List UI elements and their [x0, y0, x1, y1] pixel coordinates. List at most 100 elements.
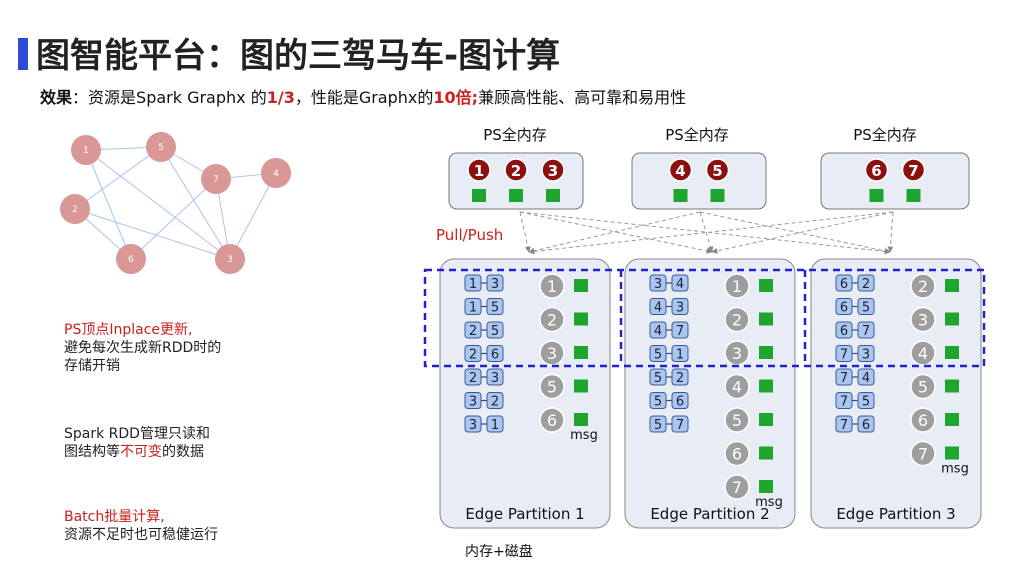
edge-src — [835, 298, 853, 315]
edge-src-label: 4 — [654, 301, 662, 316]
edge-dst — [486, 298, 504, 315]
partition-vertex — [724, 373, 750, 400]
partition-value-square — [759, 413, 773, 426]
partition-value-square — [759, 480, 773, 493]
partition-vertex — [724, 306, 750, 333]
ps-value-square — [509, 189, 523, 202]
edge-dst — [486, 392, 504, 409]
edge-dst — [857, 392, 875, 409]
note-batch-line1: 资源不足时也可稳健运行 — [64, 527, 218, 543]
graph-edge — [130, 178, 217, 260]
graph-node-label: 4 — [273, 169, 279, 179]
partition-vertex — [539, 273, 565, 299]
edge-src-label: 6 — [840, 301, 848, 316]
ps-value-square — [906, 189, 921, 202]
graph-node — [60, 194, 90, 224]
edge-dst-label: 4 — [676, 277, 684, 292]
partition-vertex-label: 1 — [732, 277, 742, 296]
partition-value-square — [945, 379, 959, 393]
graph-node — [116, 244, 146, 274]
partition-vertex — [724, 273, 750, 299]
edge-dst-label: 5 — [491, 324, 499, 339]
edge-src — [649, 274, 667, 292]
edge-dst-label: 1 — [676, 348, 684, 363]
edge-dst-label: 4 — [862, 371, 870, 386]
partition-value-square — [945, 413, 959, 426]
effect-text1: 资源是Spark Graphx 的 — [88, 88, 267, 107]
edge-src-label: 3 — [469, 395, 477, 410]
partition-value-square — [574, 279, 588, 292]
edge-dst-label: 6 — [862, 418, 870, 433]
edge-src — [464, 345, 482, 362]
partition-value-square — [574, 413, 588, 426]
edge-dst-label: 3 — [862, 348, 870, 363]
partition-value-square — [759, 346, 773, 359]
graph-node — [146, 132, 176, 162]
ps-value-square — [710, 189, 725, 202]
edge-dst — [486, 321, 504, 339]
graph-edge — [229, 172, 277, 260]
ps-vertex-label: 1 — [474, 162, 484, 180]
graph-edge — [160, 146, 231, 260]
pull-push-arrow — [699, 211, 891, 254]
partition-vertex — [910, 440, 936, 467]
ps-label: PS全内存 — [483, 126, 547, 144]
graph-node-label: 5 — [158, 143, 164, 153]
edge-src-label: 5 — [654, 395, 662, 410]
edge-dst — [486, 345, 504, 362]
edge-dst-label: 6 — [676, 395, 684, 410]
note-rdd-pre: 图结构等 — [64, 444, 120, 460]
edge-src-label: 3 — [654, 277, 662, 292]
edge-src-label: 1 — [469, 301, 477, 316]
edge-src — [649, 368, 667, 386]
pull-push-arrow — [528, 211, 894, 255]
edge-dst-label: 5 — [862, 395, 870, 410]
edge-src-label: 6 — [840, 324, 848, 339]
title-accent-bar — [18, 38, 28, 70]
partition-vertex-label: 7 — [918, 445, 928, 464]
edge-src — [464, 415, 482, 433]
partition-value-square — [574, 312, 588, 326]
edge-src — [649, 415, 667, 433]
ps-vertex — [467, 158, 491, 182]
graph-edge — [85, 149, 132, 260]
edge-src-label: 7 — [840, 371, 848, 386]
edge-dst-label: 7 — [676, 418, 684, 433]
note-rdd: Spark RDD管理只读和 图结构等不可变的数据 — [64, 425, 210, 461]
partition-value-square — [574, 346, 588, 359]
edge-dst — [486, 274, 504, 292]
edge-src-label: 7 — [840, 418, 848, 433]
ps-box — [820, 152, 970, 210]
note-inplace-line1: 避免每次生成新RDD时的 — [64, 340, 222, 356]
edge-dst-label: 7 — [676, 324, 684, 339]
edge-src — [835, 368, 853, 386]
note-inplace-head: PS顶点Inplace更新, — [64, 322, 193, 338]
edge-dst-label: 1 — [491, 418, 499, 433]
inplace-highlight-box — [423, 268, 986, 368]
graph-node — [201, 164, 231, 194]
edge-partition-label: Edge Partition 2 — [650, 505, 769, 523]
edge-dst — [671, 274, 689, 292]
note-rdd-post: 的数据 — [162, 444, 204, 460]
ps-vertex-label: 3 — [548, 162, 558, 180]
graph-edge — [74, 208, 231, 260]
partition-vertex — [910, 407, 936, 433]
partition-vertex — [724, 407, 750, 433]
note-inplace: PS顶点Inplace更新, 避免每次生成新RDD时的 存储开销 — [64, 321, 221, 375]
pull-push-arrow — [711, 211, 894, 254]
edge-partition-box — [810, 258, 982, 529]
graph-node-label: 3 — [227, 255, 233, 265]
edge-src — [464, 392, 482, 409]
partition-vertex-label: 5 — [547, 378, 557, 397]
ps-vertex — [668, 158, 693, 182]
edge-src — [649, 321, 667, 339]
ps-vertex — [541, 158, 565, 182]
partition-vertex — [910, 306, 936, 333]
partition-vertex-label: 2 — [547, 311, 557, 330]
edge-dst — [671, 321, 689, 339]
edge-src — [464, 368, 482, 386]
effect-value1: 1/3 — [266, 88, 295, 107]
ps-box — [631, 152, 767, 210]
edge-src — [649, 345, 667, 362]
